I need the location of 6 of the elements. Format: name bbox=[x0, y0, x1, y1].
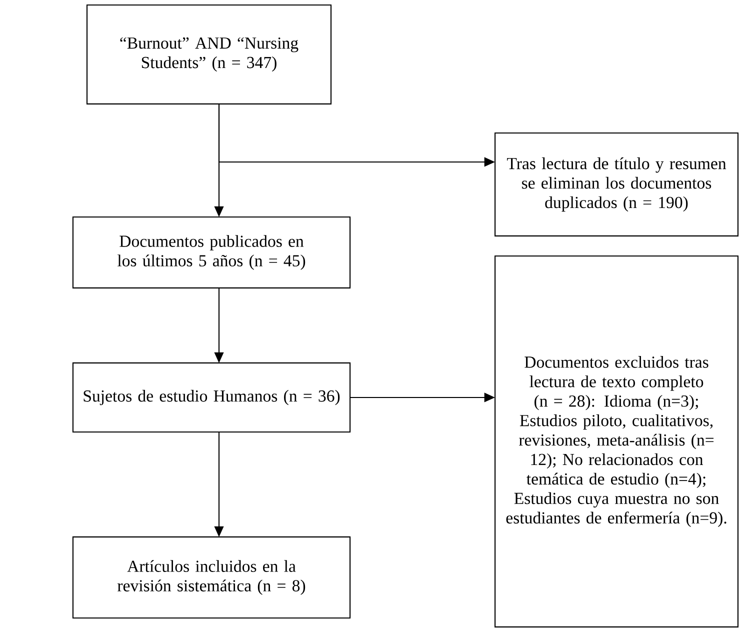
process-box: “Burnout” AND “Nursing Students” (n = 347) bbox=[86, 4, 332, 104]
process-box: Tras lectura de título y resumen se eliminan los documentos duplicados (n = 190) bbox=[494, 132, 738, 236]
process-box: Sujetos de estudio Humanos (n = 36) bbox=[72, 362, 351, 433]
process-box: Artículos incluidos en la revisión sistemática (n = 8) bbox=[72, 536, 351, 619]
process-box: Documentos publicados en los últimos 5 años (n = 45) bbox=[72, 216, 351, 288]
process-box: Documentos excluidos tras lectura de texto completo (n = 28): Idioma (n=3); Estudios piloto, cualitativos, revisiones, meta-análisis (n= 12); No relacionados con temática de estudio (n=4); Estudios cuya muestra no son estudiantes de enfermería (n=9). bbox=[494, 256, 738, 628]
